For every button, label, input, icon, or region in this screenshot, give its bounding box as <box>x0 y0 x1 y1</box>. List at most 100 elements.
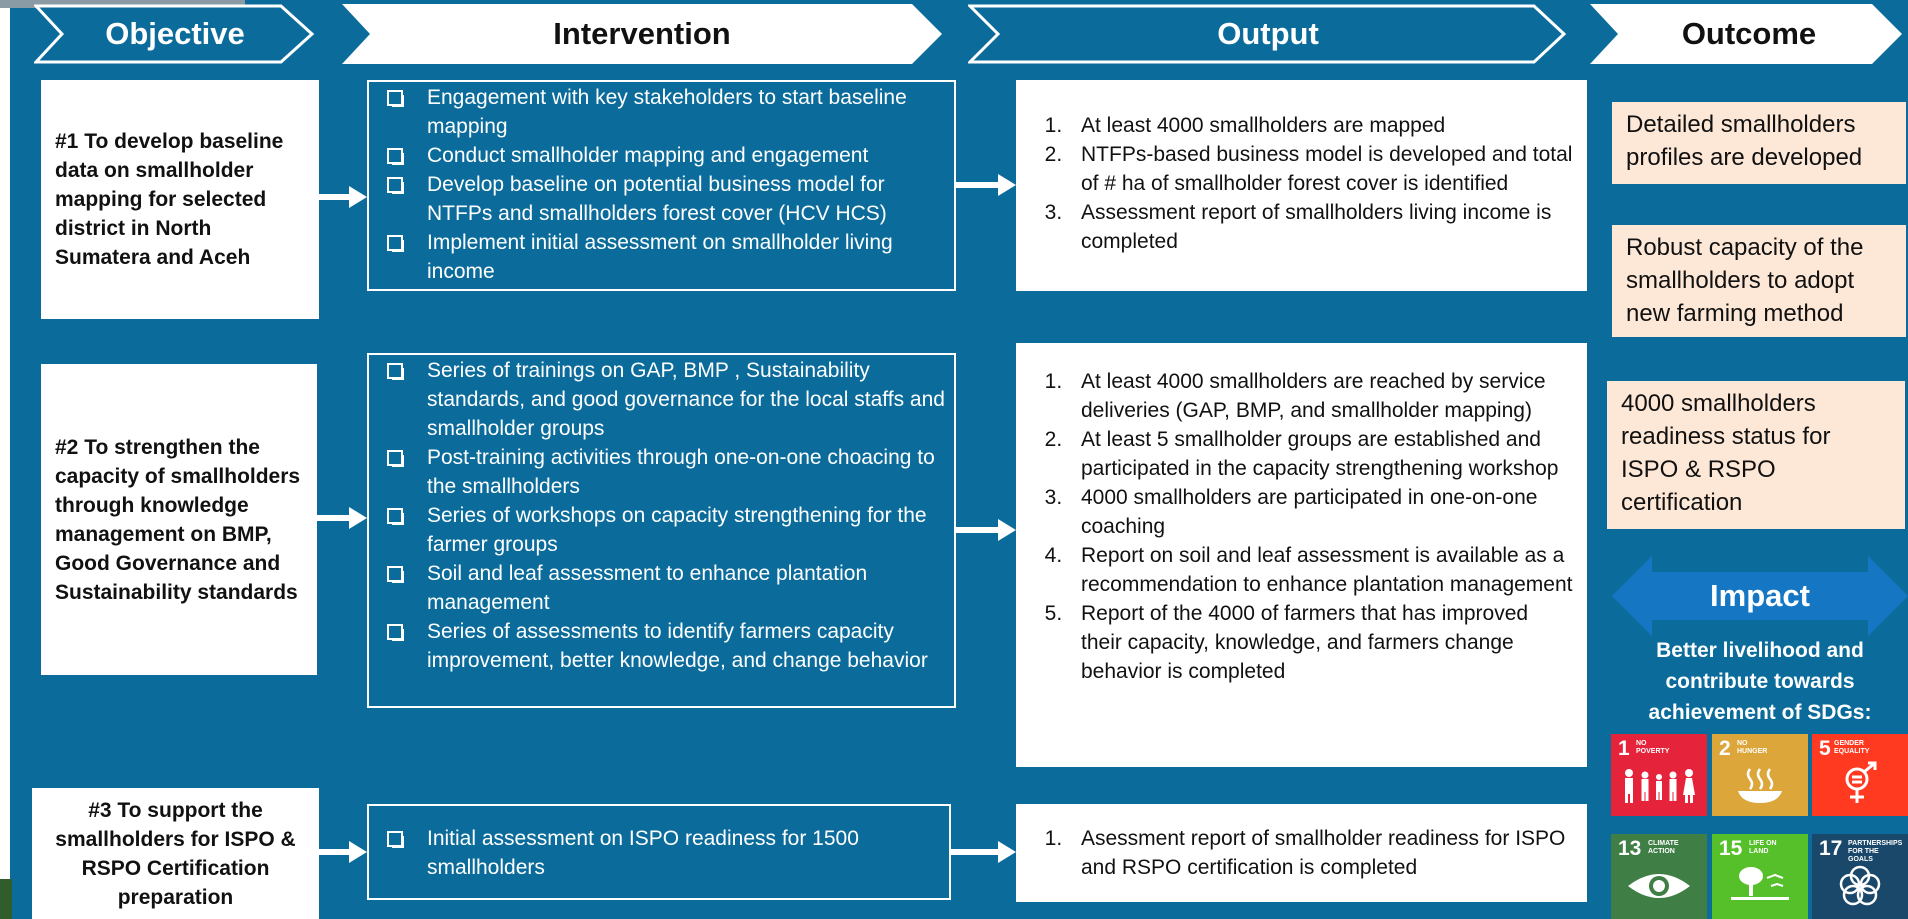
outcome-box-2: Robust capacity of the smallholders to a… <box>1612 225 1906 337</box>
output-item: Report on soil and leaf assessment is av… <box>1068 541 1573 599</box>
checkbox-icon <box>387 566 404 583</box>
header-intervention: Intervention <box>342 4 942 64</box>
sdg-tile-15: 15 Life On Land <box>1712 834 1808 919</box>
intervention-text: Soil and leaf assessment to enhance plan… <box>427 562 868 614</box>
bowl-icon <box>1712 765 1808 810</box>
checkbox-icon <box>387 831 404 848</box>
checkbox-icon <box>387 508 404 525</box>
sdg-title: No Hunger <box>1737 740 1768 755</box>
impact-label: Impact <box>1710 578 1810 613</box>
output-box-3: Asessment report of smallholder readines… <box>1016 804 1587 902</box>
family-icon <box>1611 765 1707 810</box>
output-box-2: At least 4000 smallholders are reached b… <box>1016 343 1587 767</box>
intervention-text: Engagement with key stakeholders to star… <box>427 86 907 138</box>
corner-decoration <box>0 879 12 919</box>
sdg-tile-2: 2 No Hunger <box>1712 734 1808 816</box>
output-item: Asessment report of smallholder readines… <box>1068 824 1573 882</box>
sdg-number: 2 <box>1719 737 1731 760</box>
objective-3: #3 To support the smallholders for ISPO … <box>32 788 319 919</box>
sdg-tile-5: 5 Gender Equality <box>1812 734 1908 816</box>
arrow-intervention-1-to-output <box>956 174 1016 196</box>
output-item: At least 4000 smallholders are reached b… <box>1068 367 1573 425</box>
objective-2-text: #2 To strengthen the capacity of smallho… <box>55 435 301 604</box>
impact-text: Better livelihood and contribute towards… <box>1648 639 1872 724</box>
intervention-text: Initial assessment on ISPO readiness for… <box>427 827 859 879</box>
intervention-text: Post-training activities through one-on-… <box>427 446 935 498</box>
outcome-box-1: Detailed smallholders profiles are devel… <box>1612 102 1906 184</box>
sdg-tile-1: 1 No Poverty <box>1611 734 1707 816</box>
intervention-text: Series of trainings on GAP, BMP , Sustai… <box>427 359 945 440</box>
header-intervention-label: Intervention <box>553 16 731 51</box>
gender-icon <box>1812 761 1908 810</box>
objective-3-text: #3 To support the smallholders for ISPO … <box>55 798 296 909</box>
header-output-label: Output <box>1217 16 1319 51</box>
arrow-intervention-2-to-output <box>956 519 1016 541</box>
intervention-item: Series of assessments to identify farmer… <box>379 617 946 675</box>
arrow-objective-2-to-intervention <box>317 507 367 529</box>
intervention-box-2: Series of trainings on GAP, BMP , Sustai… <box>367 353 956 708</box>
sdg-tile-13: 13 Climate Action <box>1611 834 1707 919</box>
intervention-item: Soil and leaf assessment to enhance plan… <box>379 559 946 617</box>
outcome-box-3: 4000 smallholders readiness status for I… <box>1607 381 1905 529</box>
intervention-item: Series of workshops on capacity strength… <box>379 501 946 559</box>
outcome-text: Robust capacity of the smallholders to a… <box>1626 234 1864 327</box>
output-item: At least 4000 smallholders are mapped <box>1068 111 1573 140</box>
intervention-item: Initial assessment on ISPO readiness for… <box>379 824 941 882</box>
checkbox-icon <box>387 450 404 467</box>
header-outcome: Outcome <box>1590 4 1908 64</box>
sdg-number: 17 <box>1819 837 1843 860</box>
intervention-text: Conduct smallholder mapping and engageme… <box>427 144 869 167</box>
top-strip <box>0 0 245 8</box>
intervention-item: Develop baseline on potential business m… <box>379 170 946 228</box>
output-item: 4000 smallholders are participated in on… <box>1068 483 1573 541</box>
sdg-title: Partnerships For The Goals <box>1848 840 1903 863</box>
intervention-item: Engagement with key stakeholders to star… <box>379 83 946 141</box>
output-item: Report of the 4000 of farmers that has i… <box>1068 599 1573 686</box>
sdg-number: 15 <box>1719 837 1743 860</box>
intervention-text: Series of workshops on capacity strength… <box>427 504 927 556</box>
outcome-text: Detailed smallholders profiles are devel… <box>1626 111 1863 171</box>
checkbox-icon <box>387 363 404 380</box>
intervention-item: Implement initial assessment on smallhol… <box>379 228 946 286</box>
intervention-item: Series of trainings on GAP, BMP , Sustai… <box>379 356 946 443</box>
sdg-title: No Poverty <box>1636 740 1670 755</box>
checkbox-icon <box>387 90 404 107</box>
intervention-box-3: Initial assessment on ISPO readiness for… <box>367 804 951 900</box>
output-box-1: At least 4000 smallholders are mapped NT… <box>1016 80 1587 291</box>
arrow-intervention-3-to-output <box>951 841 1016 863</box>
objective-2: #2 To strengthen the capacity of smallho… <box>41 364 317 675</box>
sdg-title: Climate Action <box>1648 840 1679 855</box>
impact-arrow <box>1612 556 1908 636</box>
header-output: Output <box>968 4 1568 64</box>
header-outcome-label: Outcome <box>1681 16 1817 51</box>
sdg-number: 1 <box>1618 737 1630 760</box>
sdg-title: Life On Land <box>1749 840 1777 855</box>
output-item: At least 5 smallholder groups are establ… <box>1068 425 1573 483</box>
intervention-text: Implement initial assessment on smallhol… <box>427 231 893 283</box>
rings-icon <box>1812 864 1908 913</box>
intervention-text: Develop baseline on potential business m… <box>427 173 887 225</box>
checkbox-icon <box>387 148 404 165</box>
checkbox-icon <box>387 624 404 641</box>
sdg-tile-17: 17 Partnerships For The Goals <box>1812 834 1908 919</box>
output-item: Assessment report of smallholders living… <box>1068 198 1573 256</box>
header-objective: Objective <box>34 4 316 64</box>
eye-icon <box>1611 868 1707 909</box>
output-item: NTFPs-based business model is developed … <box>1068 140 1573 198</box>
checkbox-icon <box>387 177 404 194</box>
sdg-number: 5 <box>1819 737 1831 760</box>
arrow-objective-1-to-intervention <box>319 186 367 208</box>
checkbox-icon <box>387 235 404 252</box>
arrow-objective-3-to-intervention <box>319 841 367 863</box>
intervention-item: Conduct smallholder mapping and engageme… <box>379 141 946 170</box>
objective-1-text: #1 To develop baseline data on smallhold… <box>55 130 284 269</box>
outcome-text: 4000 smallholders readiness status for I… <box>1621 390 1831 516</box>
tree-icon <box>1712 864 1808 909</box>
sdg-title: Gender Equality <box>1834 740 1870 755</box>
objective-1: #1 To develop baseline data on smallhold… <box>41 80 319 319</box>
intervention-item: Post-training activities through one-on-… <box>379 443 946 501</box>
intervention-box-1: Engagement with key stakeholders to star… <box>367 80 956 291</box>
intervention-text: Series of assessments to identify farmer… <box>427 620 928 672</box>
diagram-background <box>10 0 1908 919</box>
header-objective-label: Objective <box>105 16 245 51</box>
